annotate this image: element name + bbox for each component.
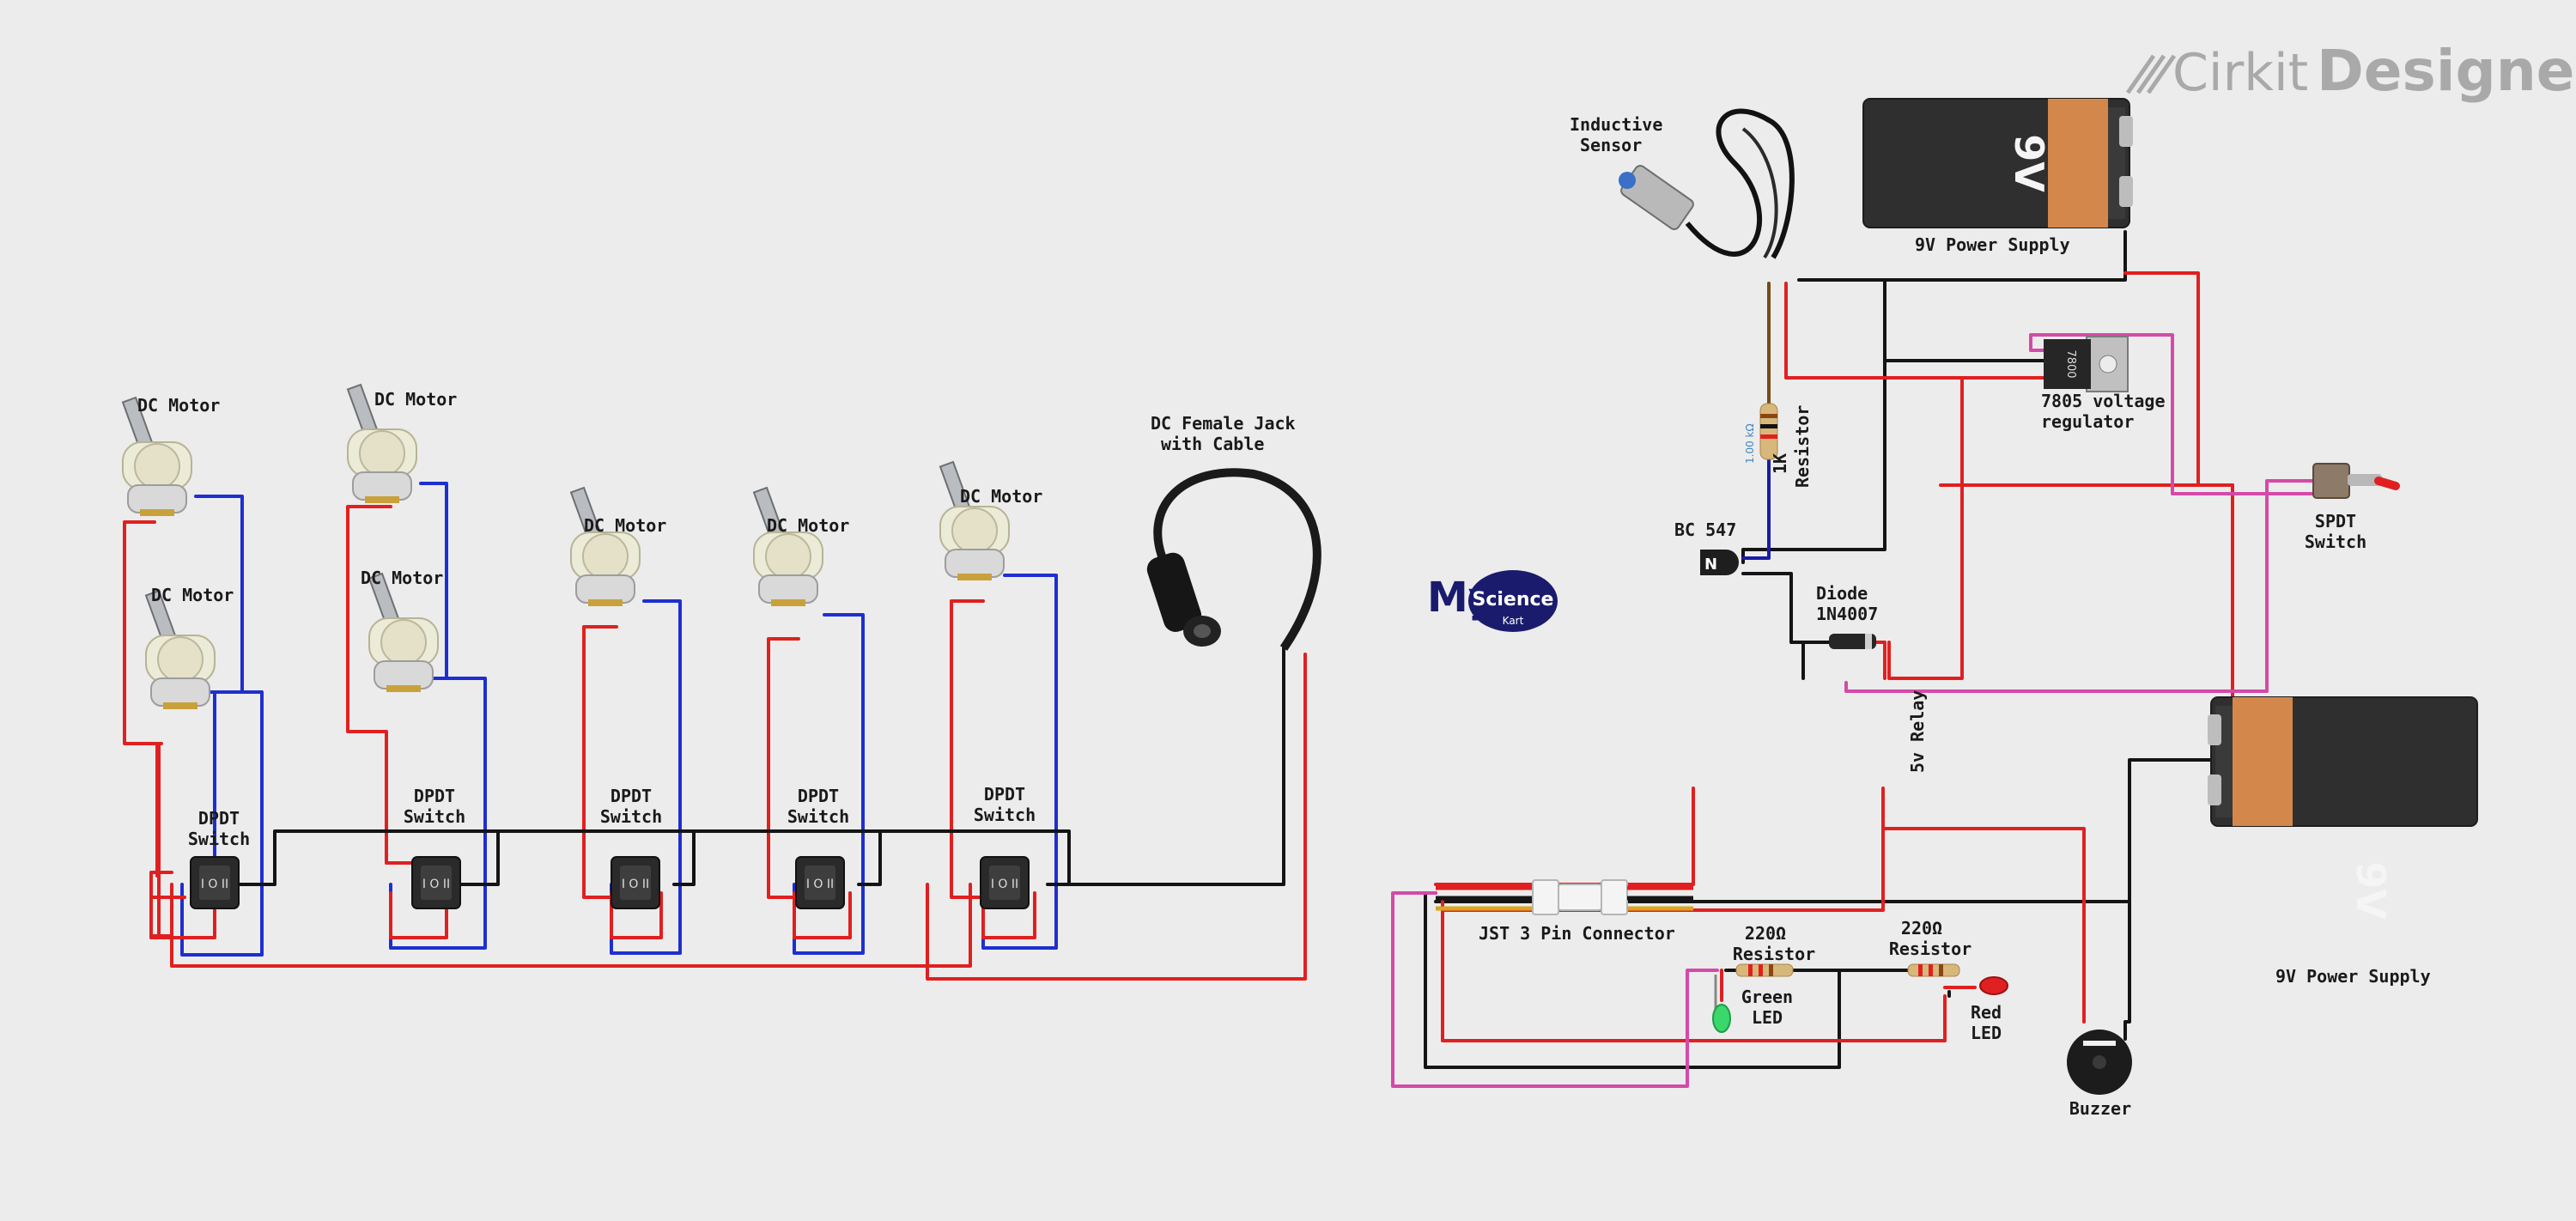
cirkit-designer-logo: Cirkit Designer — [2125, 38, 2576, 104]
inductive-sensor: Inductive Sensor — [1570, 108, 1795, 259]
dc-motor-3-label: DC Motor — [374, 389, 457, 410]
dc-motor-1: DC Motor — [121, 395, 220, 517]
right-wiring — [1391, 230, 2316, 1088]
dc-motor-2-label: DC Motor — [151, 585, 234, 605]
buzzer-label: Buzzer — [2069, 1098, 2131, 1119]
resistor-1k-value: 1.00 kΩ — [1744, 423, 1756, 464]
jst-label: JST 3 Pin Connector — [1479, 923, 1675, 944]
buzzer: Buzzer — [2067, 1030, 2132, 1119]
r220-right-label-2: Resistor — [1889, 939, 1971, 959]
regulator-label-1: 7805 voltage — [2041, 391, 2166, 411]
dc-motor-4: DC Motor — [361, 568, 443, 693]
dc-motor-7: DC Motor — [939, 460, 1042, 581]
green-led-label-1: Green — [1741, 987, 1793, 1007]
dpdt-2-label-2: Switch — [404, 806, 465, 827]
left-wiring — [123, 482, 1307, 981]
dpdt-switch-4[interactable]: DPDT Switch — [787, 786, 849, 909]
diode-label-1: Diode — [1816, 583, 1868, 604]
spdt-label-1: SPDT — [2315, 511, 2356, 532]
battery-top: 9V 9V Power Supply — [1862, 98, 2134, 255]
dpdt-4-label-1: DPDT — [798, 786, 839, 806]
jack-label-2: with Cable — [1161, 434, 1264, 454]
battery-bottom-label: 9V Power Supply — [2275, 966, 2431, 987]
dpdt-switch-5[interactable]: DPDT Switch — [974, 784, 1036, 909]
watermark-kart: Kart — [1503, 615, 1524, 627]
dpdt-1-label-2: Switch — [188, 829, 250, 849]
r220-right-label-1: 220Ω — [1901, 918, 1942, 939]
dc-motor-1-label: DC Motor — [137, 395, 220, 416]
dpdt-switch-2[interactable]: DPDT Switch — [404, 786, 465, 909]
dc-motor-5-label: DC Motor — [584, 515, 666, 536]
dc-motor-6-label: DC Motor — [767, 515, 849, 536]
sensor-label-1: Inductive — [1570, 114, 1662, 135]
dc-motor-2: DC Motor — [144, 585, 234, 710]
r220-left-label-1: 220Ω — [1745, 923, 1786, 944]
dpdt-switch-1[interactable]: DPDT Switch — [188, 808, 250, 909]
dc-motor-4-label: DC Motor — [361, 568, 443, 588]
resistor-220-left: 220Ω Resistor — [1733, 923, 1815, 977]
dpdt-4-label-2: Switch — [787, 806, 849, 827]
diode-label-2: 1N4007 — [1816, 604, 1878, 624]
dc-motor-5: DC Motor — [569, 486, 666, 607]
dpdt-5-label-1: DPDT — [984, 784, 1025, 805]
resistor-220-right: 220Ω Resistor — [1889, 918, 1971, 977]
spdt-switch[interactable]: SPDT Switch — [2305, 463, 2400, 552]
regulator-chip-text: 7800 — [2064, 349, 2077, 378]
resistor-1k-label-1: 1K — [1770, 453, 1790, 474]
transistor-mark: N — [1704, 556, 1717, 574]
logo-text-designer: Designer — [2317, 38, 2576, 104]
battery-bottom: 9V 9V Power Supply — [2207, 696, 2478, 987]
diode-1n4007: Diode 1N4007 — [1816, 583, 1878, 649]
cirkit-logo-icon — [2125, 54, 2177, 94]
dc-female-jack: DC Female Jack with Cable — [1146, 413, 1321, 651]
dpdt-2-label-1: DPDT — [414, 786, 455, 806]
voltage-regulator-7805: 7800 7805 voltage regulator — [2041, 336, 2166, 432]
red-led-label-1: Red — [1971, 1002, 2002, 1023]
transistor-bc547: N BC 547 — [1674, 519, 1739, 575]
jack-label-1: DC Female Jack — [1151, 413, 1296, 434]
spdt-label-2: Switch — [2305, 532, 2366, 552]
resistor-1k-label-2: Resistor — [1792, 405, 1813, 488]
green-led-label-2: LED — [1752, 1007, 1783, 1028]
green-led: Green LED — [1712, 975, 1793, 1033]
battery-top-text: 9V — [2006, 134, 2052, 192]
watermark-science: Science — [1473, 589, 1554, 610]
battery-bottom-text: 9V — [2348, 861, 2394, 920]
jst-connector: JST 3 Pin Connector — [1436, 879, 1693, 944]
dc-motor-6: DC Motor — [752, 486, 849, 607]
sensor-label-2: Sensor — [1580, 135, 1642, 155]
battery-top-label: 9V Power Supply — [1915, 234, 2070, 255]
dc-motor-7-label: DC Motor — [960, 486, 1042, 507]
resistor-1k: 1.00 kΩ 1K Resistor — [1744, 403, 1813, 488]
dpdt-switch-3[interactable]: DPDT Switch — [600, 786, 662, 909]
logo-text-cirkit: Cirkit — [2172, 43, 2308, 103]
red-led: Red LED — [1971, 976, 2008, 1043]
r220-left-label-2: Resistor — [1733, 944, 1815, 964]
dpdt-3-label-2: Switch — [600, 806, 662, 827]
regulator-label-2: regulator — [2041, 411, 2134, 432]
red-led-label-2: LED — [1971, 1023, 2002, 1043]
dc-motor-3: DC Motor — [346, 383, 457, 504]
transistor-label: BC 547 — [1674, 519, 1736, 540]
myscience-watermark: My Science Kart — [1427, 570, 1558, 632]
relay-label: 5v Relay — [1907, 690, 1928, 773]
dpdt-3-label-1: DPDT — [611, 786, 652, 806]
dpdt-5-label-2: Switch — [974, 805, 1036, 825]
dpdt-1-label-1: DPDT — [198, 808, 240, 829]
